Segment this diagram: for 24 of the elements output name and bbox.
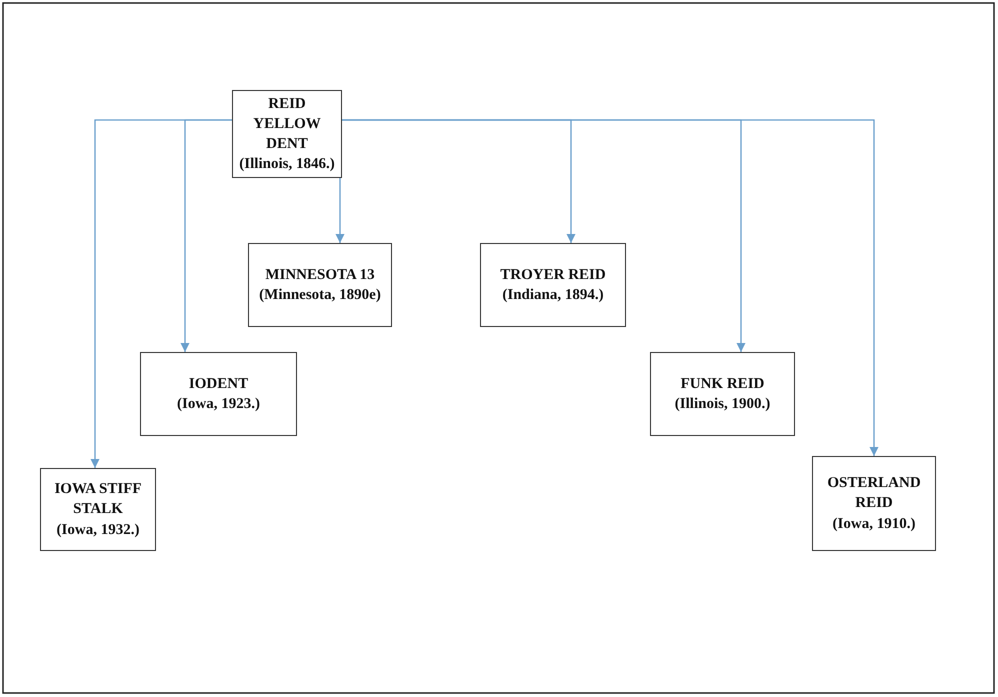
variety-box [812, 456, 936, 551]
variety-name: TROYER REID [500, 266, 606, 285]
origin-text: (Iowa, 1923.) [177, 395, 260, 414]
arrow [335, 178, 345, 243]
origin-text: (Indiana, 1894.) [502, 286, 604, 305]
variety-name: FUNK REID [680, 374, 764, 394]
variety-box [232, 90, 342, 178]
variety-name: IODENT [188, 374, 248, 394]
origin-text: (Illinois, 1846.) [239, 155, 335, 174]
variety-box [248, 243, 392, 327]
variety-box [480, 243, 626, 327]
origin-text: (Iowa, 1932.) [56, 520, 140, 540]
variety-box [40, 468, 156, 551]
variety-name: MINNESOTA 13 [265, 266, 375, 285]
origin-text: (Minnesota, 1890e) [259, 286, 381, 305]
variety-name: OSTERLAND REID [826, 474, 922, 514]
variety-box [140, 352, 297, 436]
variety-name: IOWA STIFF STALK [53, 480, 143, 520]
arrow [90, 119, 232, 468]
arrow [342, 119, 879, 456]
origin-text: (Iowa, 1910.) [832, 514, 916, 534]
origin-text: (Illinois, 1900.) [674, 395, 770, 414]
variety-box [650, 352, 795, 436]
variety-name: REID YELLOW DENT [252, 94, 322, 154]
